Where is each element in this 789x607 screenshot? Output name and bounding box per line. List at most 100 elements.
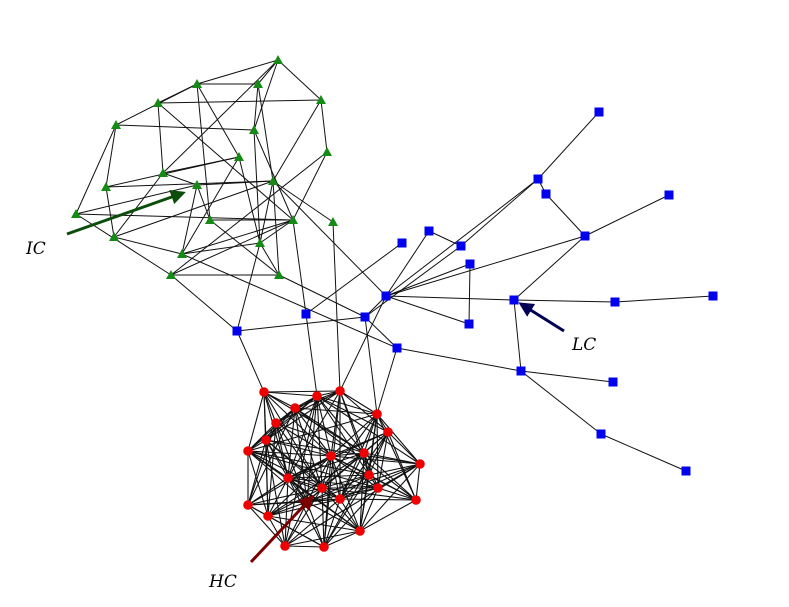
edge — [181, 184, 198, 255]
edge — [265, 439, 308, 503]
edge — [263, 390, 341, 393]
edge — [267, 487, 323, 517]
edge — [181, 253, 398, 349]
ic-node — [273, 55, 283, 64]
edge — [284, 545, 325, 548]
edge — [287, 477, 341, 500]
edge — [294, 407, 365, 454]
edge — [263, 391, 289, 479]
edge — [513, 299, 616, 303]
ic-node — [111, 120, 121, 129]
ic-node — [288, 215, 298, 224]
lc-label: LC — [571, 335, 596, 355]
edge — [513, 299, 522, 372]
edge — [196, 83, 240, 158]
lc-node — [580, 231, 590, 241]
edge — [277, 59, 322, 101]
edge — [284, 487, 323, 547]
edge — [196, 59, 279, 85]
edge — [236, 330, 265, 393]
edge — [287, 477, 323, 489]
edge — [75, 213, 294, 221]
hc-node — [372, 409, 382, 419]
edge — [181, 219, 294, 255]
lc-node — [232, 326, 242, 336]
edge — [287, 477, 379, 489]
edge — [339, 498, 417, 501]
edge — [253, 129, 261, 244]
edge — [376, 413, 417, 501]
edge — [316, 395, 332, 457]
edge — [377, 487, 417, 501]
lc-node — [596, 429, 606, 439]
edge — [236, 316, 366, 332]
hc-node — [283, 473, 293, 483]
edge — [363, 452, 421, 465]
edge — [247, 439, 267, 506]
hc-label: HC — [208, 572, 237, 592]
edge — [267, 452, 365, 517]
edge — [267, 477, 289, 517]
lc-node — [456, 241, 466, 251]
edge — [272, 180, 334, 223]
lc-node — [392, 343, 402, 353]
edge — [321, 487, 417, 501]
edge — [253, 129, 294, 221]
edge — [600, 433, 687, 472]
edge — [468, 263, 471, 325]
lc-node — [464, 319, 474, 329]
edge — [105, 156, 240, 188]
edge — [385, 235, 586, 297]
ic-label: IC — [25, 239, 46, 259]
edge — [377, 431, 389, 489]
edge — [263, 391, 323, 489]
lc-node — [533, 174, 543, 184]
edge — [363, 452, 417, 501]
edge — [196, 83, 211, 221]
edge — [181, 156, 240, 255]
hc-node — [359, 448, 369, 458]
edge — [257, 83, 274, 182]
hc-node — [355, 526, 365, 536]
edge — [415, 463, 421, 501]
edge — [385, 230, 430, 297]
edge — [157, 99, 322, 104]
edge — [614, 295, 714, 303]
edge — [323, 431, 389, 548]
ic-node — [177, 249, 187, 258]
lc-node — [360, 312, 370, 322]
edge — [339, 390, 378, 415]
edge — [330, 455, 361, 532]
ic-node — [249, 125, 259, 134]
edge — [294, 407, 378, 415]
edge — [292, 219, 307, 315]
ic-node — [205, 215, 215, 224]
edge — [363, 413, 378, 454]
edge — [359, 463, 421, 532]
edge — [364, 316, 378, 415]
edge — [320, 99, 328, 153]
ic-node — [268, 176, 278, 185]
edge — [385, 178, 539, 297]
edge — [267, 515, 286, 547]
edge — [359, 452, 365, 532]
lc-node — [708, 291, 718, 301]
edge — [339, 487, 379, 500]
hc-node — [326, 451, 336, 461]
edge — [247, 422, 277, 452]
edge — [339, 295, 387, 392]
edges-layer — [75, 59, 714, 548]
edge — [321, 455, 332, 489]
hc-node — [290, 403, 300, 413]
ic-node — [234, 152, 244, 161]
edge — [359, 487, 379, 532]
edge — [305, 242, 403, 315]
edge — [368, 431, 389, 476]
edge — [247, 450, 332, 457]
lc-node — [608, 377, 618, 387]
edge — [364, 245, 462, 318]
lc-node — [541, 189, 551, 199]
ic-node — [255, 238, 265, 247]
ic-node — [274, 270, 284, 279]
